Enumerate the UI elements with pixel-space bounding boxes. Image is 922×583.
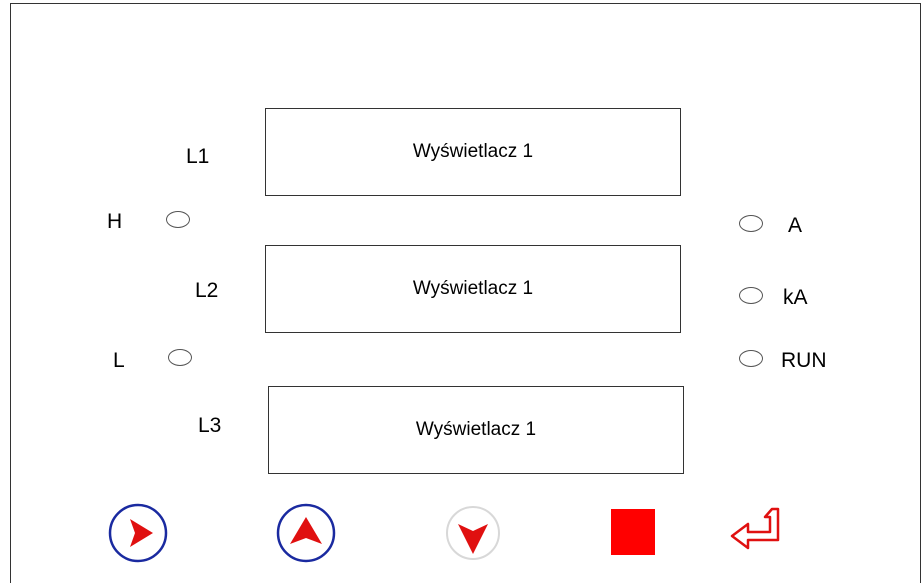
line-label-l3: L3 [198,414,222,437]
indicator-label-a: A [788,214,803,237]
down-button[interactable] [442,502,504,564]
line-label-l1: L1 [186,145,210,168]
indicator-led-ka [739,287,763,304]
play-right-icon [130,519,153,547]
display-l1-text: Wyświetlacz 1 [412,141,534,162]
display-l3: Wyświetlacz 1 [268,386,684,474]
display-l2-text: Wyświetlacz 1 [412,278,534,299]
indicator-led-h [166,211,190,228]
next-button[interactable] [107,502,169,564]
enter-button[interactable] [728,506,786,556]
enter-return-icon [730,507,780,550]
indicator-label-run: RUN [781,349,827,372]
up-button[interactable] [275,502,337,564]
display-l3-text: Wyświetlacz 1 [415,419,537,440]
indicator-label-ka: kA [783,286,808,309]
indicator-led-run [739,350,763,367]
display-l2: Wyświetlacz 1 [265,245,681,333]
display-l1: Wyświetlacz 1 [265,108,681,196]
stop-button[interactable] [611,509,655,555]
line-label-l2: L2 [195,279,219,302]
indicator-label-l: L [113,349,125,372]
stop-square-icon [611,509,655,555]
indicator-led-l [168,349,192,366]
arrow-down-icon [458,524,488,554]
arrow-up-icon [290,517,322,544]
indicator-label-h: H [107,210,123,233]
indicator-led-a [739,215,763,232]
device-panel [10,3,921,583]
